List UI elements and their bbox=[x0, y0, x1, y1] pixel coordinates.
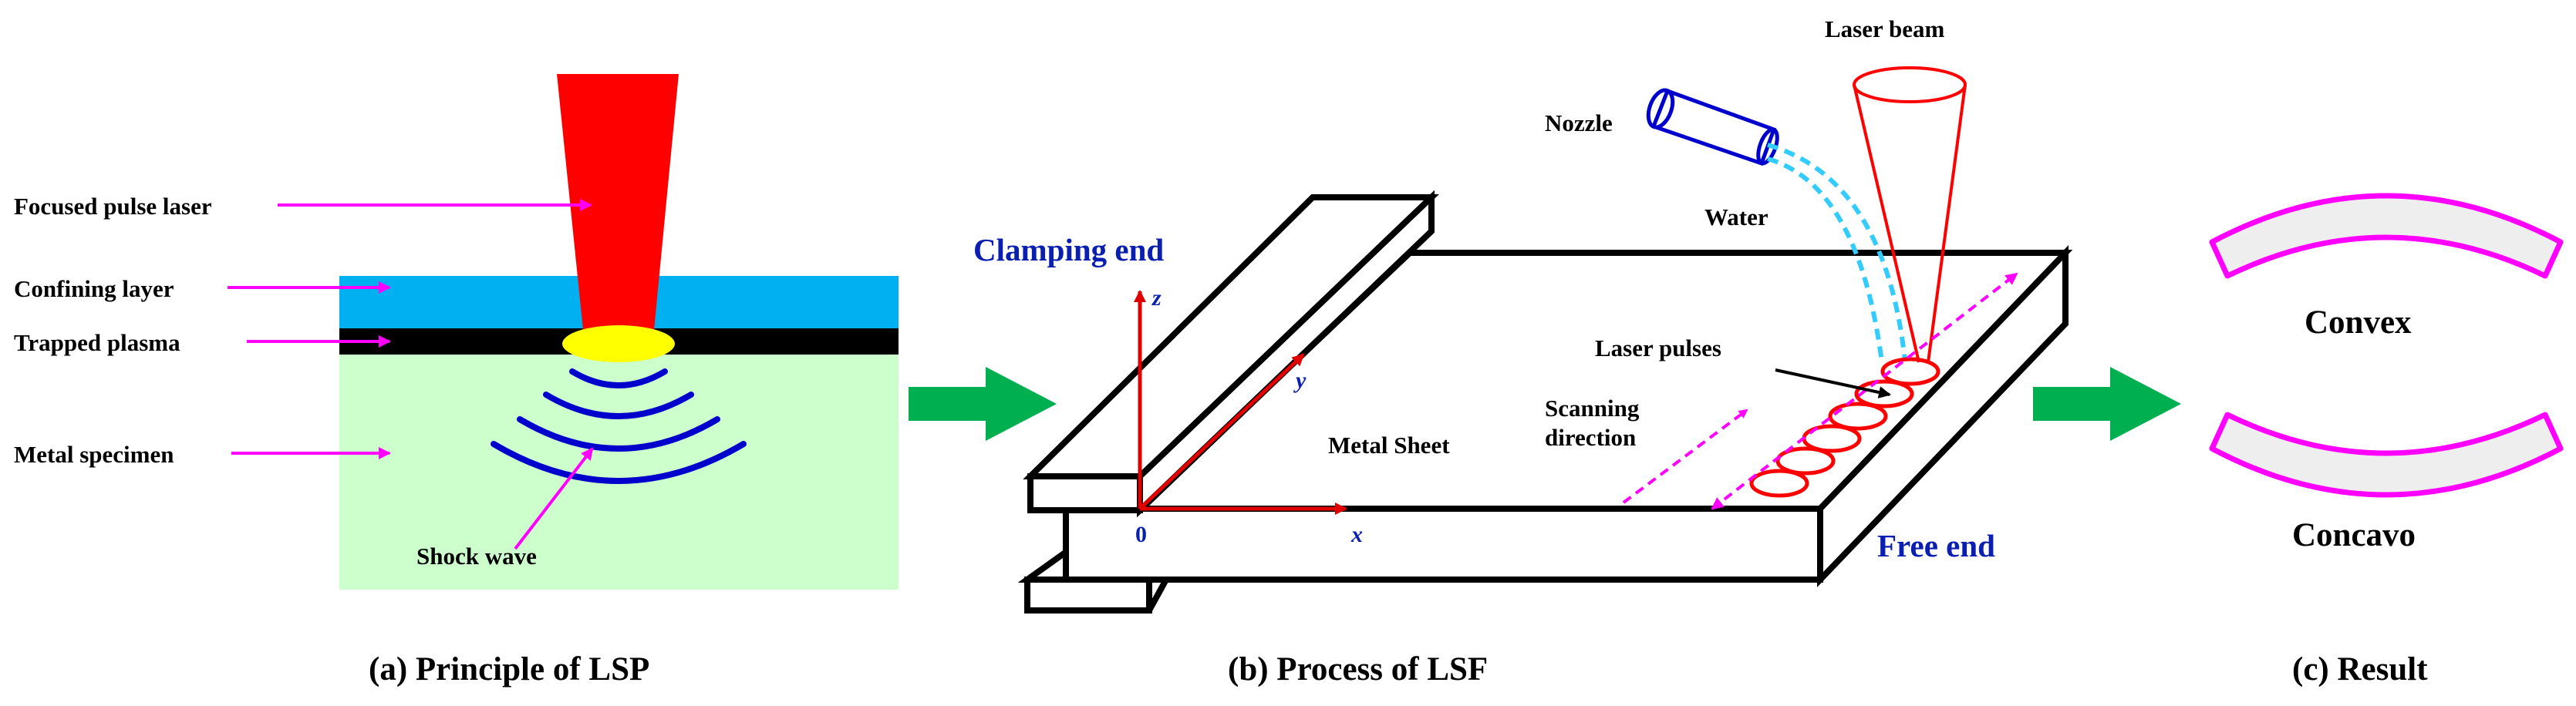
shock-wave-arcs bbox=[491, 368, 747, 484]
bottom-clamp-block bbox=[1024, 577, 1152, 614]
caption-c: (c) Result bbox=[2292, 651, 2428, 688]
label-focused-pulse-laser: Focused pulse laser bbox=[14, 193, 212, 220]
axis-y-line bbox=[1138, 353, 1305, 510]
flow-arrow-a-to-b bbox=[909, 367, 1057, 441]
label-confining-layer: Confining layer bbox=[14, 275, 174, 302]
axis-y-label: y bbox=[1293, 368, 1307, 393]
label-convex: Convex bbox=[2305, 304, 2412, 341]
origin-label: 0 bbox=[1135, 522, 1147, 547]
label-laser-pulses: Laser pulses bbox=[1595, 335, 1721, 361]
caption-a: (a) Principle of LSP bbox=[369, 651, 649, 688]
concavo-plate-shape bbox=[2209, 412, 2564, 498]
axis-x-label: x bbox=[1350, 522, 1363, 547]
label-metal-sheet: Metal Sheet bbox=[1328, 432, 1450, 459]
label-trapped-plasma: Trapped plasma bbox=[14, 329, 180, 356]
axis-z-label: z bbox=[1151, 285, 1162, 311]
flow-arrow-b-to-c bbox=[2033, 367, 2181, 441]
metal-specimen-block bbox=[339, 355, 899, 590]
metal-sheet-front bbox=[1063, 506, 1823, 583]
bottom-clamp-edge bbox=[1146, 578, 1169, 612]
panel-c: Convex Concavo (c) Result bbox=[2209, 193, 2564, 688]
convex-plate-shape bbox=[2209, 193, 2564, 279]
label-direction: direction bbox=[1545, 424, 1636, 451]
label-scanning: Scanning bbox=[1545, 395, 1640, 422]
label-metal-specimen: Metal specimen bbox=[14, 441, 174, 468]
label-laser-beam: Laser beam bbox=[1825, 15, 1944, 42]
plasma-spot bbox=[562, 325, 675, 362]
focused-laser-beam bbox=[557, 74, 679, 330]
label-concavo: Concavo bbox=[2292, 517, 2416, 553]
label-water: Water bbox=[1704, 203, 1768, 230]
top-clamp-front bbox=[1027, 473, 1143, 513]
coordinate-axes bbox=[1134, 290, 1347, 515]
laser-pulses-pointer bbox=[1775, 368, 1891, 398]
nozzle-icon bbox=[1646, 88, 1779, 166]
label-shock-wave: Shock wave bbox=[416, 543, 537, 570]
arrow-shock-wave bbox=[514, 447, 594, 550]
label-free-end: Free end bbox=[1877, 528, 1995, 563]
caption-b: (b) Process of LSF bbox=[1228, 651, 1488, 688]
panel-a: Focused pulse laser Confining layer Trap… bbox=[14, 74, 899, 688]
label-nozzle: Nozzle bbox=[1545, 109, 1613, 136]
scanning-arrow-right bbox=[1711, 272, 2018, 510]
label-clamping-end: Clamping end bbox=[973, 232, 1164, 267]
